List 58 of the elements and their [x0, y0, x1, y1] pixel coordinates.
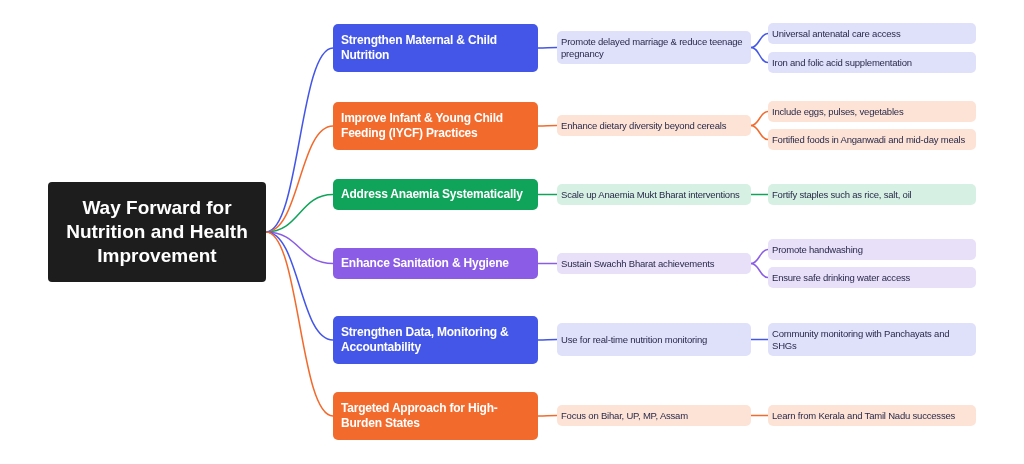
topic-box [333, 316, 538, 364]
connector-line [750, 124, 769, 141]
detail-box [768, 267, 976, 288]
action-box [557, 184, 751, 205]
topic-box [333, 102, 538, 150]
node-text: Strengthen Maternal & Child Nutrition [341, 33, 498, 63]
node-text: Ensure safe drinking water access [772, 271, 911, 284]
detail-box [768, 184, 976, 205]
connector-line [265, 231, 334, 417]
action-box [557, 323, 751, 356]
detail-box [768, 101, 976, 122]
connector-line [750, 110, 769, 127]
connector-line [537, 124, 558, 127]
detail-box [768, 323, 976, 356]
action-box [557, 405, 751, 426]
node-text: Promote delayed marriage & reduce teenage pregnancy [561, 35, 744, 60]
node-text: Iron and folic acid supplementation [772, 56, 912, 69]
node-text: Address Anaemia Systematically [341, 187, 523, 202]
connector-line [750, 262, 769, 279]
connector-line [750, 46, 769, 64]
detail-box [768, 23, 976, 44]
node-text: Use for real-time nutrition monitoring [561, 333, 708, 346]
connector-line [537, 193, 558, 196]
connector-line [537, 46, 558, 49]
connector-line [750, 248, 769, 265]
node-text: Fortified foods in Anganwadi and mid-day meals [772, 133, 966, 146]
detail-box [768, 239, 976, 260]
detail-box [768, 405, 976, 426]
topic-box [333, 24, 538, 72]
node-text: Promote handwashing [772, 243, 863, 256]
node-text: Include eggs, pulses, vegetables [772, 105, 904, 118]
detail-box [768, 129, 976, 150]
connector-line [537, 338, 558, 341]
detail-box [768, 52, 976, 73]
node-text: Scale up Anaemia Mukt Bharat interventions [561, 188, 740, 201]
node-text: Learn from Kerala and Tamil Nadu successes [772, 409, 956, 422]
connector-line [537, 262, 558, 265]
topic-box [333, 392, 538, 440]
node-text: Targeted Approach for High-Burden States [341, 401, 499, 431]
node-text: Enhance dietary diversity beyond cereals [561, 119, 727, 132]
node-text: Enhance Sanitation & Hygiene [341, 256, 509, 271]
action-box [557, 115, 751, 136]
connector-line [537, 414, 558, 417]
title-text: Way Forward for Nutrition and Health Improvement [65, 196, 249, 268]
action-box [557, 253, 751, 274]
root-box [48, 182, 266, 282]
node-text: Fortify staples such as rice, salt, oil [772, 188, 912, 201]
node-text: Focus on Bihar, UP, MP, Assam [561, 409, 688, 422]
connector-line [265, 231, 334, 341]
topic-box [333, 248, 538, 279]
node-text: Improve Infant & Young Child Feeding (IYCF) Practices [341, 111, 504, 141]
node-text: Universal antenatal care access [772, 27, 901, 40]
node-text: Community monitoring with Panchayats and SHGs [772, 327, 951, 352]
node-text: Sustain Swachh Bharat achievements [561, 257, 715, 270]
topic-box [333, 179, 538, 210]
connector-line [750, 32, 769, 49]
action-box [557, 31, 751, 64]
node-text: Strengthen Data, Monitoring & Accountability [341, 325, 510, 355]
